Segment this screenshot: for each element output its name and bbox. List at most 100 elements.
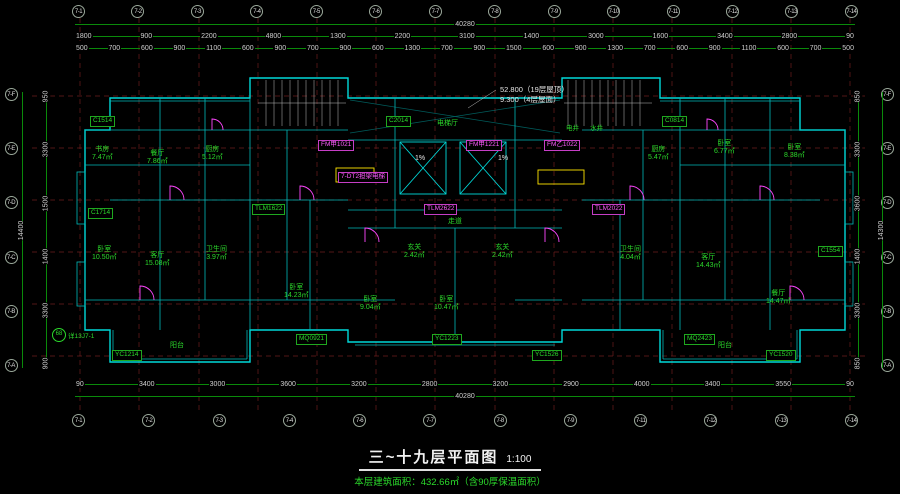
grid-bubble: 7-3: [212, 414, 226, 427]
note-bubble: 68: [52, 328, 66, 342]
dim-value: 1300: [606, 45, 624, 52]
stair-treads: [258, 80, 652, 126]
grid-bubble: 7-11: [634, 414, 648, 427]
dim-value: 1300: [329, 33, 347, 40]
dim-top-overall: 40280: [75, 20, 855, 29]
dim-value: 2800: [420, 381, 439, 388]
grid-bubble: 7-12: [725, 5, 739, 18]
dim-value: 1800: [75, 33, 93, 40]
room-area: 10.50㎡: [92, 254, 117, 262]
room-area: 14.43㎡: [696, 262, 721, 270]
dim-left-overall: 14400: [16, 92, 28, 368]
dim-value: 700: [808, 45, 823, 52]
dim-value: 3000: [587, 33, 605, 40]
room-name: 阳台: [170, 342, 184, 349]
grid-bubble: 7-2: [142, 414, 156, 427]
room-area: 15.08㎡: [145, 260, 170, 268]
grid-bubble: 7-8: [488, 5, 502, 18]
room-name: 阳台: [718, 342, 732, 349]
area-note: 本层建筑面积：432.66㎡（含90厚保温面积）: [354, 477, 546, 488]
drawing-title: 三~十九层平面图: [368, 449, 499, 466]
grid-bubble: 7-14: [844, 414, 858, 427]
room-name: 玄关: [495, 244, 510, 251]
dim-value: 900: [472, 45, 487, 52]
room-label: 阳台: [170, 342, 184, 350]
dim-value: 3200: [491, 381, 510, 388]
room-name: 卧室: [787, 144, 802, 151]
dim-value: 2800: [780, 33, 799, 40]
dim-value: 3400: [137, 381, 156, 388]
dim-value: 700: [305, 45, 320, 52]
door-code-tag: FM乙1022: [544, 140, 581, 151]
window-code-tag: C1514: [90, 116, 116, 127]
dim-value: 600: [140, 45, 154, 52]
room-name: 卧室: [363, 296, 378, 303]
dim-value: 2200: [393, 33, 412, 40]
room-area: 3.97㎡: [206, 254, 227, 262]
shaft-label-water: 水井: [590, 125, 603, 132]
dim-bottom-overall: 40280: [75, 392, 855, 401]
corridor-label: 走道: [448, 218, 462, 225]
room-area: 14.23㎡: [284, 292, 309, 300]
dim-value: 40280: [454, 21, 476, 28]
dim-value: 3300: [41, 142, 51, 158]
level-annotation-roof19: 52.800（19层屋顶）: [500, 85, 569, 94]
dim-value: 500: [841, 45, 855, 52]
dim-value: 1500: [504, 45, 523, 52]
dim-value: 3100: [458, 33, 476, 40]
window-code-tag: TLM1622: [252, 204, 286, 215]
dim-value: 14300: [877, 220, 887, 240]
door-code-tag: FM甲1021: [318, 140, 355, 151]
dim-value: 90: [845, 381, 855, 388]
dim-value: 700: [107, 45, 122, 52]
room-name: 卧室: [717, 140, 732, 147]
grid-bubble: 7-1: [72, 5, 85, 18]
room-area: 2.42㎡: [404, 252, 425, 260]
dim-value: 2200: [200, 33, 218, 40]
grid-bubble: 7-8: [493, 414, 507, 427]
grid-bubble: 7-9: [547, 5, 561, 18]
dim-value: 600: [675, 45, 690, 52]
room-name: 卧室: [439, 296, 454, 303]
room-area: 7.47㎡: [92, 154, 113, 162]
dim-right-overall: 14300: [876, 92, 888, 368]
dim-value: 600: [371, 45, 385, 52]
dim-value: 1500: [41, 195, 51, 212]
shaft-label-electric: 电井: [566, 125, 579, 132]
grid-bubble: 7-9: [563, 414, 577, 427]
dim-value: 1100: [205, 45, 223, 52]
grid-bubble: 7-3: [190, 5, 204, 18]
interior-walls: [76, 98, 854, 360]
note-text: 详13J7-1: [68, 333, 95, 340]
dim-value: 3200: [350, 381, 368, 388]
window-code-tag: C0814: [662, 116, 688, 127]
grid-bubble: 7-6: [353, 414, 367, 427]
dim-value: 1400: [522, 33, 541, 40]
grid-bubble: 7-4: [250, 5, 264, 18]
dim-value: 2900: [562, 381, 580, 388]
room-name: 玄关: [407, 244, 422, 251]
grid-bubble: 7-7: [428, 5, 442, 18]
room-area: 2.42㎡: [492, 252, 513, 260]
dim-value: 900: [273, 45, 288, 52]
lobby-label: 电梯厅: [437, 120, 458, 127]
room-area: 5.47㎡: [648, 154, 669, 162]
grid-bubble: 7-5: [309, 5, 323, 18]
dim-value: 600: [776, 45, 790, 52]
dim-value: 40280: [454, 393, 476, 400]
dim-value: 500: [75, 45, 89, 52]
grid-bubble: 7-1: [72, 414, 85, 427]
grid-bubble: 7-13: [785, 5, 799, 18]
dim-value: 3300: [853, 142, 863, 158]
